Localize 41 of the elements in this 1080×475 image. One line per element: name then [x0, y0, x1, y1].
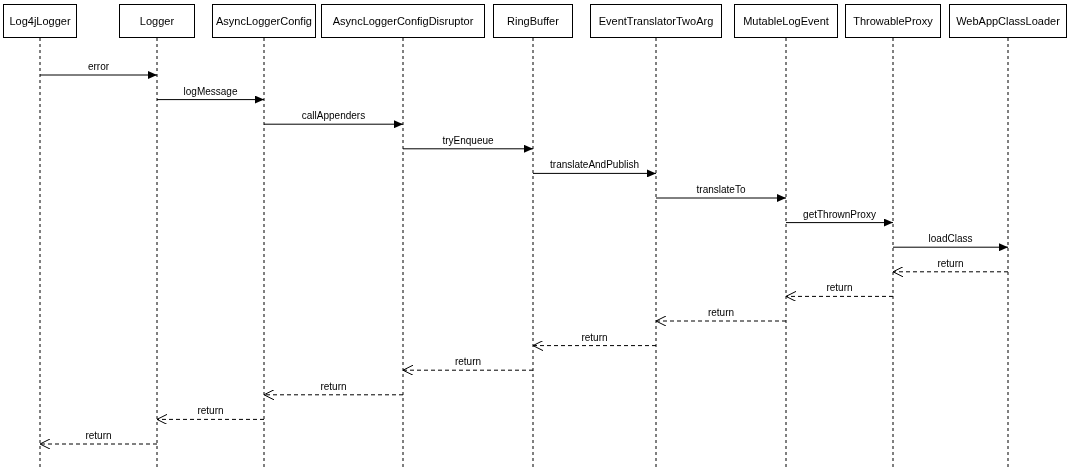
participant-box: Logger [119, 4, 195, 38]
message-arrow [156, 95, 265, 104]
message-label: return [826, 282, 853, 295]
participant-box: EventTranslatorTwoArg [590, 4, 722, 38]
participant-box: MutableLogEvent [734, 4, 838, 38]
participant-box: Log4jLogger [3, 4, 77, 38]
message-label: getThrownProxy [803, 208, 876, 221]
participant-box: WebAppClassLoader [949, 4, 1067, 38]
message-arrow [892, 243, 1009, 252]
message-label: return [581, 331, 608, 344]
message-label: translateTo [696, 184, 746, 196]
return-arrow [532, 340, 657, 352]
message-label: return [454, 356, 482, 369]
message-label: loadClass [928, 233, 973, 246]
message-arrow [39, 71, 158, 79]
return-arrow [156, 413, 265, 425]
return-arrow [263, 389, 404, 401]
participant-box: RingBuffer [493, 4, 573, 38]
message-label: callAppenders [301, 110, 366, 123]
message-label: return [707, 307, 735, 319]
message-arrow [785, 218, 894, 227]
message-label: return [85, 430, 112, 442]
message-arrow [532, 169, 657, 178]
message-label: tryEnqueue [442, 134, 494, 147]
message-label: logMessage [183, 85, 238, 98]
return-arrow [39, 438, 158, 450]
message-label: error [87, 61, 110, 73]
return-arrow [402, 364, 534, 376]
return-arrow [892, 266, 1009, 278]
message-label: return [937, 257, 964, 270]
return-arrow [655, 315, 787, 327]
message-label: return [197, 405, 224, 418]
message-arrow [655, 194, 787, 202]
participant-box: AsyncLoggerConfig [212, 4, 316, 38]
message-arrow [263, 120, 404, 129]
participant-box: AsyncLoggerConfigDisruptor [321, 4, 485, 38]
participant-box: ThrowableProxy [845, 4, 941, 38]
message-label: return [320, 380, 347, 393]
message-arrow [402, 144, 534, 153]
message-label: translateAndPublish [550, 159, 639, 172]
return-arrow [785, 290, 894, 302]
